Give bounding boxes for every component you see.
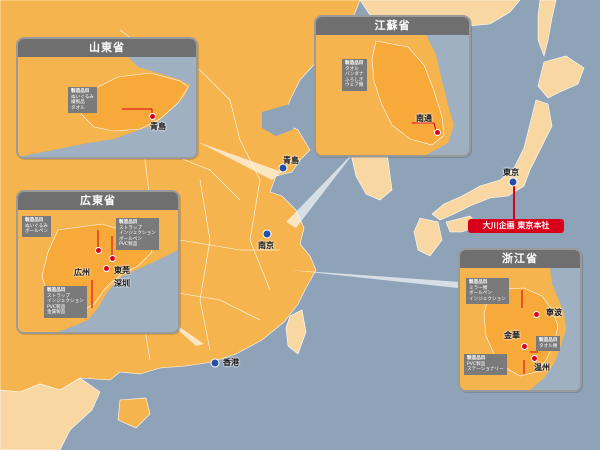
japan-hokkaido bbox=[537, 55, 585, 99]
info-line: 製造品目 bbox=[47, 288, 66, 293]
info-line: 製造品目 bbox=[469, 280, 488, 285]
inset-city-jinhua: 金華 bbox=[504, 331, 520, 340]
info-line: ストラップ bbox=[119, 225, 142, 231]
inset-city-qingdao: 青島 bbox=[150, 122, 166, 131]
info-box-guangdong-c: 製造品目 ストラップ インジェクション PVC製品 金属製品 bbox=[44, 286, 87, 318]
inset-city-nantong: 南通 bbox=[416, 114, 432, 123]
inset-title-guangdong: 広東省 bbox=[18, 192, 178, 210]
inset-city-guangzhou: 広州 bbox=[74, 268, 90, 277]
info-line: バンダナ bbox=[345, 72, 364, 78]
info-line: PVC製品 bbox=[119, 242, 138, 248]
info-line: PVC製品 bbox=[47, 304, 66, 310]
info-box-guangdong-a: 製造品目 ぬいぐるみ ボールペン bbox=[22, 216, 51, 237]
city-dot-nanjing bbox=[262, 229, 272, 239]
info-line: 製造品目 bbox=[25, 218, 44, 223]
japan-honshu bbox=[431, 99, 553, 221]
city-label-nanjing: 南京 bbox=[258, 241, 274, 250]
city-dot-qingdao bbox=[278, 163, 288, 173]
city-label-qingdao: 青島 bbox=[283, 156, 299, 165]
connector-shandong bbox=[198, 142, 282, 180]
connector-zhejiang bbox=[290, 270, 460, 288]
info-line: ふろしき bbox=[345, 77, 364, 83]
info-line: ウェア類 bbox=[345, 83, 364, 89]
info-box-zhejiang-b: 製造品目 タオル類 bbox=[536, 336, 561, 352]
inset-zhejiang: 浙江省 製造品目 ミラー類 ボールペン インジェクション 製造品目 タオル類 製… bbox=[458, 248, 582, 392]
info-box-guangdong-b: 製造品目 ストラップ インジェクション ボールペン PVC製品 bbox=[116, 218, 159, 250]
inset-city-dongguan: 東莞 bbox=[114, 266, 130, 275]
inset-shandong: 山東省 製造品目 ぬいぐるみ 繊製品 タオル 青島 bbox=[16, 37, 198, 159]
factory-dot-jinhua bbox=[521, 343, 528, 350]
info-line: 製造品目 bbox=[467, 356, 486, 361]
factory-dot-ningbo bbox=[533, 311, 540, 318]
sakhalin-island bbox=[537, 0, 557, 58]
info-line: ボールペン bbox=[119, 236, 142, 242]
japan-kyushu bbox=[413, 217, 443, 257]
inset-city-shenzhen: 深圳 bbox=[114, 279, 130, 288]
factory-dot-shenzhen bbox=[103, 265, 110, 272]
hainan-island bbox=[117, 397, 151, 429]
info-line: 製造品目 bbox=[345, 61, 364, 66]
headquarters-label: 大川企画 東京本社 bbox=[468, 219, 564, 233]
info-line: 金属製品 bbox=[47, 310, 66, 316]
city-label-hongkong: 香港 bbox=[223, 358, 239, 367]
taiwan-island bbox=[285, 309, 307, 355]
inset-title-shandong: 山東省 bbox=[18, 39, 196, 57]
inset-title-zhejiang: 浙江省 bbox=[460, 250, 580, 268]
factory-dot-wenzhou bbox=[531, 355, 538, 362]
inset-jiangsu: 江蘇省 製造品目 タオル バンダナ ふろしき ウェア類 南通 bbox=[314, 15, 471, 157]
info-line: タオル bbox=[345, 66, 359, 72]
info-line: 製造品目 bbox=[71, 89, 90, 94]
factory-dot-nantong bbox=[434, 129, 441, 136]
info-line: ぬいぐるみ bbox=[71, 94, 94, 100]
connector-jiangsu bbox=[286, 150, 356, 228]
info-line: 繊製品 bbox=[71, 100, 85, 106]
factory-dot-guangzhou bbox=[95, 247, 102, 254]
inset-map-jiangsu bbox=[316, 35, 469, 155]
city-dot-tokyo bbox=[508, 177, 518, 187]
info-line: ステーショナリー bbox=[467, 367, 504, 373]
factory-dot-dongguan bbox=[109, 255, 116, 262]
info-line: ストラップ bbox=[47, 293, 70, 299]
city-label-tokyo: 東京 bbox=[503, 168, 519, 177]
info-line: インジェクション bbox=[47, 299, 84, 305]
city-dot-hongkong bbox=[210, 358, 220, 368]
info-line: PVC製品 bbox=[467, 361, 486, 367]
info-box-jiangsu: 製造品目 タオル バンダナ ふろしき ウェア類 bbox=[342, 59, 367, 91]
info-box-zhejiang-a: 製造品目 ミラー類 ボールペン インジェクション bbox=[466, 278, 509, 305]
info-line: ボールペン bbox=[469, 291, 492, 297]
info-box-shandong: 製造品目 ぬいぐるみ 繊製品 タオル bbox=[68, 87, 97, 114]
inset-city-ningbo: 寧波 bbox=[546, 308, 562, 317]
info-line: ぬいぐるみ bbox=[25, 223, 48, 229]
indochina-landmass bbox=[0, 377, 101, 450]
info-line: 製造品目 bbox=[119, 220, 138, 225]
info-line: ミラー類 bbox=[469, 285, 488, 291]
inset-city-wenzhou: 温州 bbox=[534, 363, 550, 372]
inset-guangdong: 広東省 製造品目 ぬいぐるみ ボールペン 製造品目 ストラップ インジェクション… bbox=[16, 190, 180, 334]
info-line: インジェクション bbox=[119, 231, 156, 237]
info-line: 製造品目 bbox=[539, 338, 558, 343]
info-line: ボールペン bbox=[25, 229, 48, 235]
inset-title-jiangsu: 江蘇省 bbox=[316, 17, 469, 35]
info-box-zhejiang-c: 製造品目 PVC製品 ステーショナリー bbox=[464, 354, 507, 375]
inset-map-shandong bbox=[18, 57, 196, 157]
info-line: タオル bbox=[71, 105, 85, 111]
bohai-sea bbox=[262, 104, 300, 136]
info-line: タオル類 bbox=[539, 343, 558, 349]
info-line: インジェクション bbox=[469, 296, 506, 302]
factory-dot-qingdao bbox=[149, 113, 156, 120]
